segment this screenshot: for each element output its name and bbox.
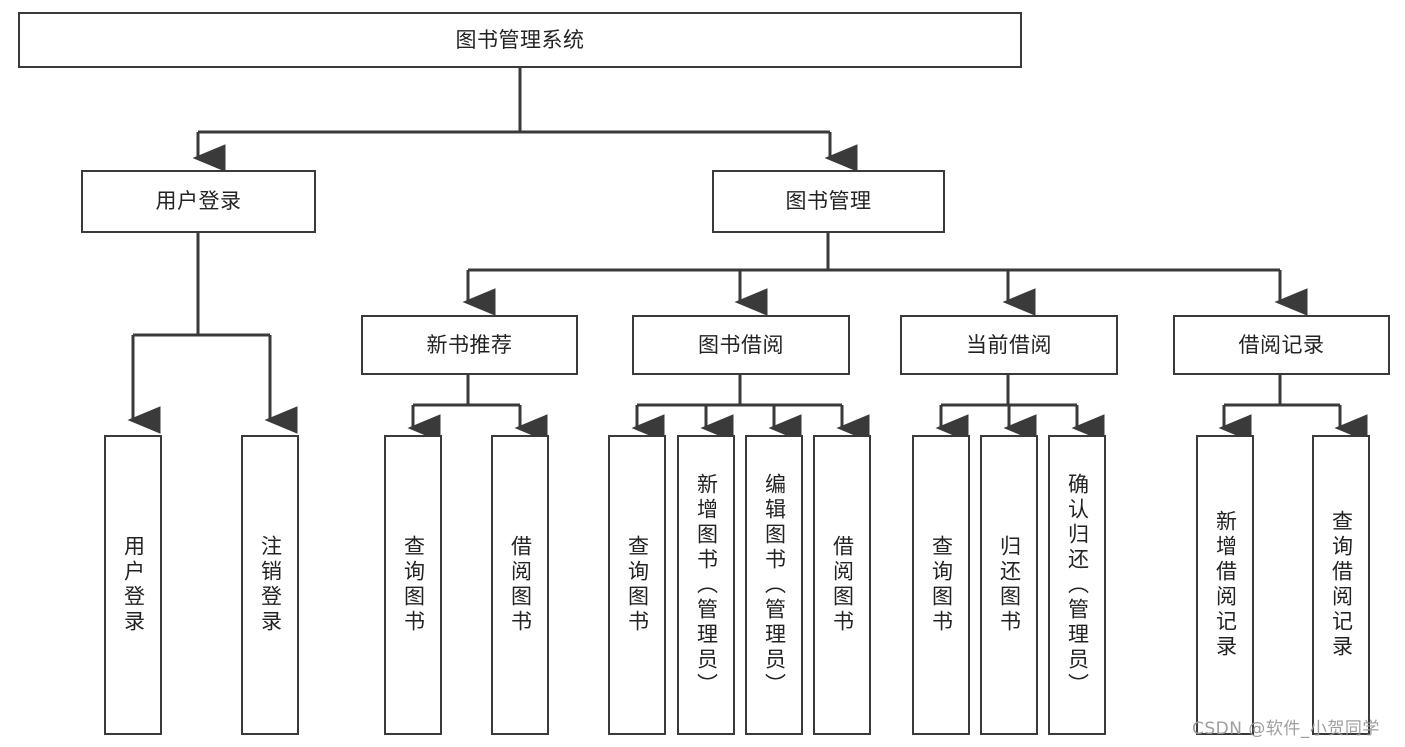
leaf-recommend-borrow-book[interactable]: 借阅图书 [491,435,549,735]
node-book-borrow[interactable]: 图书借阅 [632,315,850,375]
node-label: 查询借阅记录 [1329,510,1354,660]
node-label: 查询图书 [929,535,954,635]
node-label: 借阅图书 [508,535,533,635]
leaf-record-query-record[interactable]: 查询借阅记录 [1312,435,1370,735]
node-label: 新增图书（管理员） [694,472,719,698]
node-new-book-recommend[interactable]: 新书推荐 [361,315,578,375]
node-user-login[interactable]: 用户登录 [81,170,316,233]
leaf-user-login-logout[interactable]: 注销登录 [241,435,299,735]
leaf-borrow-borrow-book[interactable]: 借阅图书 [813,435,871,735]
leaf-borrow-edit-book-admin[interactable]: 编辑图书（管理员） [745,435,803,735]
leaf-record-add-record[interactable]: 新增借阅记录 [1196,435,1254,735]
leaf-current-return-book[interactable]: 归还图书 [980,435,1038,735]
node-label: 当前借阅 [966,332,1052,357]
node-system-title[interactable]: 图书管理系统 [18,12,1022,68]
node-label: 图书管理系统 [455,27,585,52]
node-book-management[interactable]: 图书管理 [712,170,945,233]
leaf-borrow-add-book-admin[interactable]: 新增图书（管理员） [677,435,735,735]
node-label: 用户登录 [121,535,146,635]
node-label: 用户登录 [155,189,242,214]
leaf-borrow-query-book[interactable]: 查询图书 [608,435,666,735]
leaf-current-query-book[interactable]: 查询图书 [912,435,970,735]
node-label: 查询图书 [401,535,426,635]
node-label: 新增借阅记录 [1213,510,1238,660]
watermark-csdn: CSDN @软件_小贺同学 [1192,714,1380,739]
node-label: 借阅图书 [830,535,855,635]
watermark-text: CSDN @软件_小贺同学 [1192,719,1380,739]
node-label: 图书借阅 [698,332,784,357]
node-label: 借阅记录 [1238,332,1325,357]
node-label: 查询图书 [625,535,650,635]
leaf-recommend-query-book[interactable]: 查询图书 [384,435,442,735]
node-label: 注销登录 [258,535,283,635]
node-current-borrow[interactable]: 当前借阅 [900,315,1118,375]
node-borrow-record[interactable]: 借阅记录 [1173,315,1390,375]
node-label: 归还图书 [997,535,1022,635]
node-label: 编辑图书（管理员） [762,472,787,698]
leaf-user-login-login[interactable]: 用户登录 [104,435,162,735]
node-label: 新书推荐 [426,332,513,357]
node-label: 图书管理 [785,189,872,214]
node-label: 确认归还（管理员） [1065,472,1090,698]
leaf-current-confirm-return-admin[interactable]: 确认归还（管理员） [1048,435,1106,735]
